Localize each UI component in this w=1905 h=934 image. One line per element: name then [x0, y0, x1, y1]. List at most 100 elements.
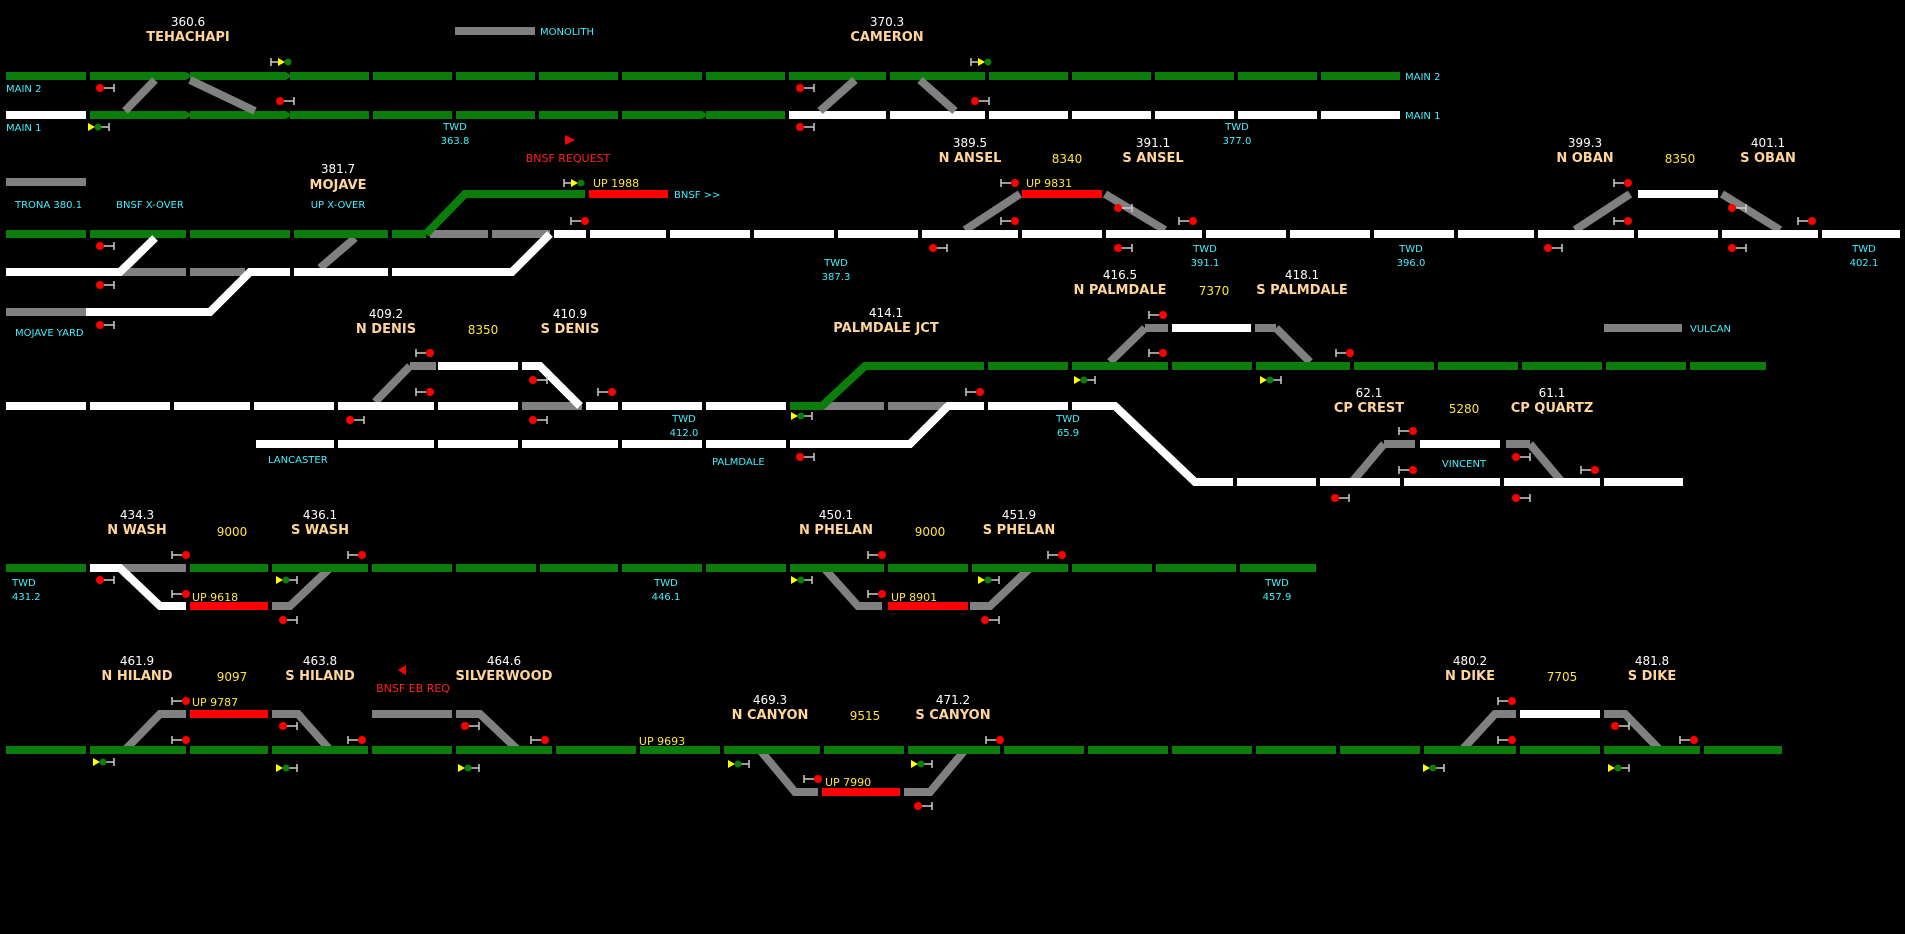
- signal-icon[interactable]: [347, 551, 366, 559]
- signal-icon[interactable]: [796, 84, 815, 92]
- signal-icon[interactable]: [279, 616, 298, 624]
- crossover[interactable]: [917, 77, 958, 114]
- siding-turnout[interactable]: [1604, 710, 1663, 753]
- signal-icon[interactable]: [347, 736, 366, 744]
- signal-icon[interactable]: [929, 244, 948, 252]
- signal-icon[interactable]: [796, 123, 815, 131]
- station-label[interactable]: N PALMDALE: [1073, 283, 1166, 298]
- signal-icon[interactable]: [1114, 204, 1133, 212]
- siding-turnout[interactable]: [962, 190, 1023, 234]
- signal-icon[interactable]: [276, 576, 298, 584]
- signal-icon[interactable]: [985, 736, 1004, 744]
- station-label[interactable]: CP CREST: [1334, 401, 1404, 416]
- signal-icon[interactable]: [728, 760, 750, 768]
- signal-icon[interactable]: [1178, 217, 1197, 225]
- station-label[interactable]: S DIKE: [1628, 669, 1676, 684]
- crossover[interactable]: [317, 234, 358, 272]
- signal-icon[interactable]: [1000, 179, 1019, 187]
- signal-icon[interactable]: [171, 697, 190, 705]
- signal-icon[interactable]: [1074, 376, 1096, 384]
- signal-icon[interactable]: [279, 722, 298, 730]
- signal-icon[interactable]: [1114, 244, 1133, 252]
- crossover[interactable]: [122, 77, 158, 114]
- station-label[interactable]: N HILAND: [101, 669, 172, 684]
- station-label[interactable]: MOJAVE: [310, 178, 367, 193]
- siding-turnout[interactable]: [522, 362, 583, 409]
- siding-turnout[interactable]: [821, 565, 882, 610]
- station-label[interactable]: N DENIS: [356, 322, 416, 337]
- track-block[interactable]: [790, 402, 984, 448]
- siding-turnout[interactable]: [1459, 710, 1516, 753]
- signal-icon[interactable]: [1608, 764, 1630, 772]
- station-label[interactable]: TEHACHAPI: [146, 30, 230, 45]
- train-tag[interactable]: UP 9787: [192, 696, 238, 709]
- signal-icon[interactable]: [1512, 453, 1531, 461]
- signal-icon[interactable]: [276, 97, 295, 105]
- train-tag[interactable]: UP 9831: [1026, 177, 1072, 190]
- station-label[interactable]: N WASH: [107, 523, 166, 538]
- route-bnsf[interactable]: [423, 190, 585, 237]
- track-block[interactable]: [86, 235, 158, 276]
- station-label[interactable]: S HILAND: [285, 669, 355, 684]
- signal-icon[interactable]: [914, 802, 933, 810]
- siding-turnout[interactable]: [756, 747, 818, 796]
- siding-turnout[interactable]: [1348, 441, 1388, 485]
- signal-icon[interactable]: [415, 349, 434, 357]
- siding-turnout[interactable]: [90, 564, 186, 610]
- signal-icon[interactable]: [1613, 179, 1632, 187]
- crossover[interactable]: [817, 77, 858, 114]
- signal-icon[interactable]: [461, 722, 480, 730]
- station-label[interactable]: S WASH: [291, 523, 349, 538]
- train-tag[interactable]: UP 7990: [825, 776, 871, 789]
- signal-icon[interactable]: [276, 764, 298, 772]
- station-label[interactable]: S PALMDALE: [1256, 283, 1348, 298]
- station-label[interactable]: CP QUARTZ: [1511, 401, 1594, 416]
- siding-turnout[interactable]: [272, 710, 333, 753]
- signal-icon[interactable]: [570, 217, 589, 225]
- signal-icon[interactable]: [1398, 427, 1417, 435]
- station-label[interactable]: S DENIS: [541, 322, 600, 337]
- signal-icon[interactable]: [96, 84, 115, 92]
- signal-icon[interactable]: [1797, 217, 1816, 225]
- station-label[interactable]: CAMERON: [850, 30, 923, 45]
- signal-icon[interactable]: [1148, 311, 1167, 319]
- signal-icon[interactable]: [88, 123, 110, 131]
- siding-turnout[interactable]: [1273, 325, 1313, 365]
- signal-icon[interactable]: [597, 388, 616, 396]
- train-tag[interactable]: UP 1988: [593, 177, 639, 190]
- siding-turnout[interactable]: [456, 710, 521, 753]
- signal-icon[interactable]: [1512, 494, 1531, 502]
- signal-icon[interactable]: [529, 416, 548, 424]
- station-label[interactable]: N ANSEL: [939, 151, 1002, 166]
- crossover[interactable]: [188, 76, 257, 115]
- signal-icon[interactable]: [171, 736, 190, 744]
- signal-icon[interactable]: [1580, 466, 1599, 474]
- siding-turnout[interactable]: [904, 747, 969, 796]
- signal-icon[interactable]: [971, 97, 990, 105]
- siding-turnout[interactable]: [1107, 325, 1148, 365]
- siding-turnout[interactable]: [272, 565, 333, 610]
- signal-icon[interactable]: [458, 764, 480, 772]
- signal-icon[interactable]: [96, 321, 115, 329]
- signal-icon[interactable]: [96, 576, 115, 584]
- signal-icon[interactable]: [96, 242, 115, 250]
- siding-turnout[interactable]: [1572, 190, 1633, 234]
- track-block[interactable]: [392, 231, 553, 276]
- siding-turnout[interactable]: [1102, 190, 1168, 234]
- signal-icon[interactable]: [1335, 349, 1354, 357]
- signal-icon[interactable]: [791, 576, 813, 584]
- train-tag[interactable]: UP 8901: [891, 591, 937, 604]
- signal-icon[interactable]: [93, 758, 115, 766]
- signal-icon[interactable]: [981, 616, 1000, 624]
- signal-icon[interactable]: [1398, 466, 1417, 474]
- signal-icon[interactable]: [1611, 722, 1630, 730]
- signal-icon[interactable]: [796, 453, 815, 461]
- signal-icon[interactable]: [1544, 244, 1563, 252]
- station-label[interactable]: S OBAN: [1740, 151, 1796, 166]
- bnsf-request-label[interactable]: BNSF REQUEST: [526, 152, 611, 165]
- station-label[interactable]: N PHELAN: [799, 523, 873, 538]
- track-block[interactable]: [86, 268, 290, 316]
- siding-turnout[interactable]: [122, 710, 186, 753]
- station-label[interactable]: N CANYON: [732, 708, 809, 723]
- track-block[interactable]: [1072, 402, 1233, 486]
